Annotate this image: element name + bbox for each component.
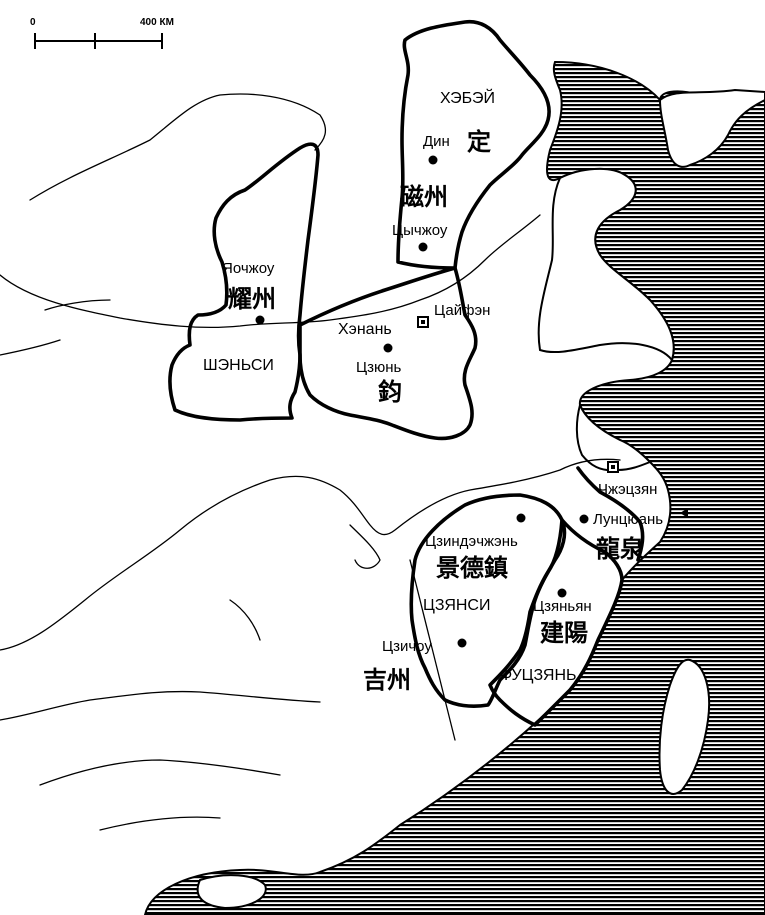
zhejiang-coast: [575, 401, 652, 472]
river-north-west: [44, 299, 111, 311]
dot-cizhou: [418, 242, 428, 252]
label-jizhou: Цзичоу: [382, 638, 432, 655]
river-north-loop: [29, 93, 327, 201]
label-longquan: Лунцюань: [593, 511, 663, 528]
river-south-west: [0, 690, 321, 721]
liaodong-land: [658, 88, 765, 168]
border-zhejiang: [576, 466, 645, 562]
label-zhejiang: Чжэцзян: [598, 481, 657, 498]
river-yangtze: [0, 458, 621, 651]
dot-din: [428, 155, 438, 165]
label-kaifeng: Цайфэн: [434, 302, 490, 319]
province-henan: Хэнань: [338, 321, 392, 338]
province-fujian: ФУЦЗЯНЬ: [500, 667, 577, 684]
hanzi-jingdezhen: 景德鎮: [436, 553, 508, 582]
border-henan: [298, 266, 478, 441]
label-cizhou: Цычжоу: [392, 222, 448, 239]
south-island: [196, 874, 267, 910]
border-hebei: [396, 19, 551, 270]
hanzi-jizhou: 吉州: [363, 665, 411, 694]
label-jingdezhen: Цзиндэчжэнь: [425, 533, 518, 550]
river-gan: [409, 559, 456, 741]
dot-jingdezhen: [516, 513, 526, 523]
capital-kaifeng-center: [421, 320, 425, 324]
label-jianyang: Цзяньян: [533, 598, 592, 615]
label-din: Дин: [423, 133, 450, 150]
scale-label-zero: 0: [30, 17, 36, 28]
dot-jun: [383, 343, 393, 353]
river-west-small: [0, 339, 61, 356]
province-jiangxi: ЦЗЯНСИ: [423, 597, 490, 614]
hanzi-jianyang: 建陽: [540, 618, 588, 647]
shandong-peninsula: [537, 167, 675, 363]
border-shaanxi: [168, 142, 320, 422]
scale-label-max: 400 КМ: [140, 17, 174, 28]
arrow-head: [680, 508, 688, 518]
river-south-west-2: [39, 759, 281, 786]
province-hebei: ХЭБЭЙ: [440, 88, 495, 107]
border-fujian: [488, 518, 624, 727]
taiwan: [658, 658, 711, 795]
hanzi-jun: 鈞: [378, 377, 402, 406]
dot-yaozhou: [255, 315, 265, 325]
river-south-west-3: [99, 816, 221, 831]
dot-jizhou: [457, 638, 467, 648]
label-jun: Цзюнь: [356, 359, 402, 376]
dot-longquan: [579, 514, 589, 524]
hanzi-din: 定: [467, 127, 491, 156]
river-yellow: [0, 214, 541, 329]
hanzi-longquan: 龍泉: [596, 534, 645, 563]
dot-jianyang: [557, 588, 567, 598]
river-yangtze-loop: [349, 524, 381, 569]
province-shaanxi: ШЭНЬСИ: [203, 357, 274, 374]
label-yaozhou: Яочжоу: [222, 260, 275, 277]
hanzi-yaozhou: 耀州: [228, 284, 276, 313]
hanzi-cizhou: 磁州: [400, 182, 448, 211]
capital-zhejiang-center: [611, 465, 615, 469]
river-south-branch: [229, 599, 261, 641]
